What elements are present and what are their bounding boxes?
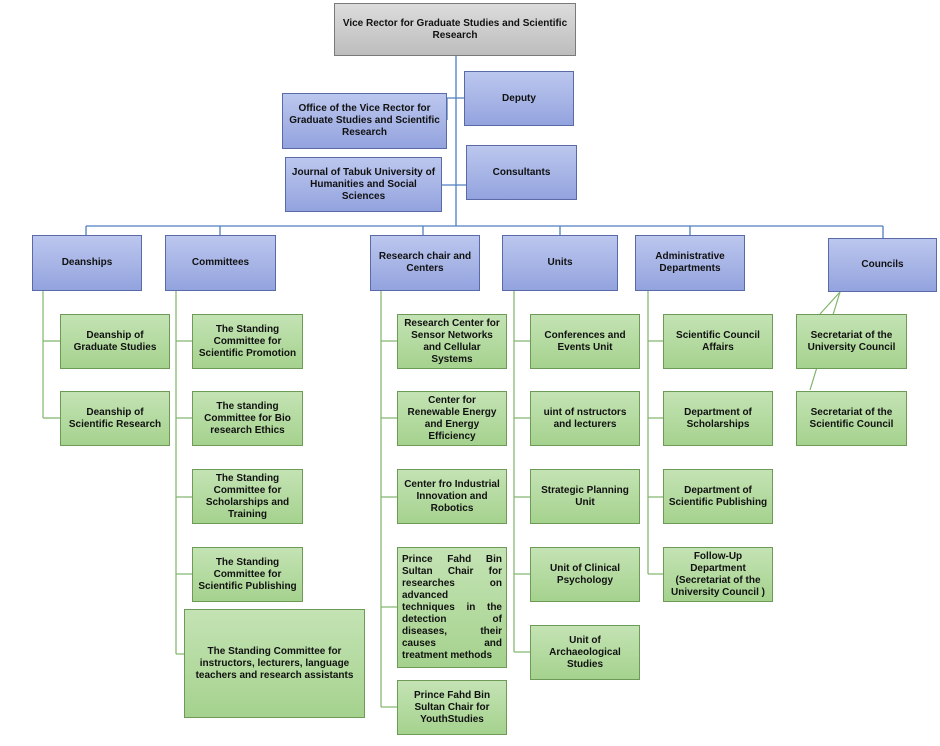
- dept-scholarships: Department of Scholarships: [663, 391, 773, 446]
- dept-scientific-publishing: Department of Scientific Publishing: [663, 469, 773, 524]
- admin-departments-header: Administrative Departments: [635, 235, 745, 291]
- committee-scientific-publishing: The Standing Committee for Scientific Pu…: [192, 547, 303, 602]
- committee-scholarships-training: The Standing Committee for Scholarships …: [192, 469, 303, 524]
- committee-bio-research-ethics: The standing Committee for Bio research …: [192, 391, 303, 446]
- center-industrial-innovation: Center fro Industrial Innovation and Rob…: [397, 469, 507, 524]
- chair-disease-detection: Prince Fahd Bin Sultan Chair for researc…: [397, 547, 507, 668]
- unit-clinical-psychology: Unit of Clinical Psychology: [530, 547, 640, 602]
- deputy-box: Deputy: [464, 71, 574, 126]
- secretariat-scientific-council: Secretariat of the Scientific Council: [796, 391, 907, 446]
- unit-archaeological-studies: Unit of Archaeological Studies: [530, 625, 640, 680]
- dept-scientific-council-affairs: Scientific Council Affairs: [663, 314, 773, 369]
- unit-strategic-planning: Strategic Planning Unit: [530, 469, 640, 524]
- committees-header: Committees: [165, 235, 276, 291]
- councils-header: Councils: [828, 238, 937, 292]
- unit-instructors-lecturers: uint of nstructors and lecturers: [530, 391, 640, 446]
- dept-follow-up: Follow-Up Department (Secretariat of the…: [663, 547, 773, 602]
- deanship-graduate-studies: Deanship of Graduate Studies: [60, 314, 170, 369]
- journal-box: Journal of Tabuk University of Humanitie…: [285, 157, 442, 212]
- center-renewable-energy: Center for Renewable Energy and Energy E…: [397, 391, 507, 446]
- chair-youth-studies: Prince Fahd Bin Sultan Chair for YouthSt…: [397, 680, 507, 735]
- office-vice-rector-box: Office of the Vice Rector for Graduate S…: [282, 93, 447, 149]
- units-header: Units: [502, 235, 618, 291]
- committee-scientific-promotion: The Standing Committee for Scientific Pr…: [192, 314, 303, 369]
- deanship-scientific-research: Deanship of Scientific Research: [60, 391, 170, 446]
- deanships-header: Deanships: [32, 235, 142, 291]
- secretariat-university-council: Secretariat of the University Council: [796, 314, 907, 369]
- consultants-box: Consultants: [466, 145, 577, 200]
- research-chairs-header: Research chair and Centers: [370, 235, 480, 291]
- center-sensor-networks: Research Center for Sensor Networks and …: [397, 314, 507, 369]
- vice-rector-box: Vice Rector for Graduate Studies and Sci…: [334, 3, 576, 56]
- unit-conferences-events: Conferences and Events Unit: [530, 314, 640, 369]
- committee-instructors-lecturers: The Standing Committee for instructors, …: [184, 609, 365, 718]
